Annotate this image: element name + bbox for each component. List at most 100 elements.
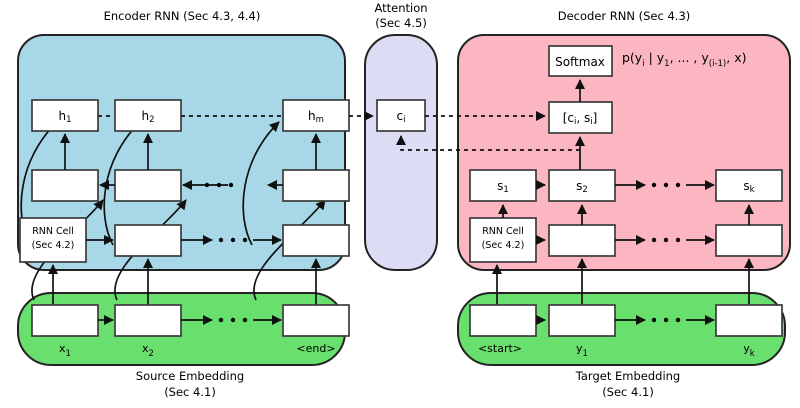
source-embedding-cell-1[interactable]: [31, 304, 99, 337]
target-token-start: <start>: [478, 342, 522, 355]
target-embedding-panel: [457, 292, 786, 366]
decoder-cell-row: RNN Cell (Sec 4.2): [469, 217, 783, 263]
encoder-title: Encoder RNN (Sec 4.3, 4.4): [104, 9, 261, 23]
source-embedding-row: x1 x2 <end>: [31, 304, 350, 359]
encoder-forward-cell-m[interactable]: [282, 224, 350, 257]
decoder-state-s1[interactable]: [469, 169, 537, 202]
attention-context-box[interactable]: [376, 99, 426, 132]
target-embedding-cell-k[interactable]: [715, 304, 783, 337]
source-embedding-cell-2[interactable]: [114, 304, 182, 337]
target-embedding-ellipsis: [651, 317, 681, 323]
decoder-state-sk[interactable]: [715, 169, 783, 202]
target-embedding-caption-line1: Target Embedding: [575, 369, 680, 383]
prob-given: | y: [645, 50, 665, 65]
attention-context-sub: i: [403, 115, 405, 125]
decoder-softmax-box[interactable]: [548, 45, 613, 77]
encoder-forward-cell-1-label2: (Sec 4.2): [32, 240, 75, 251]
prob-y1-sub: 1: [664, 59, 669, 69]
decoder-cell-2[interactable]: [548, 224, 616, 257]
decoder-to-attention-feedback: [395, 134, 580, 151]
decoder-state-sk-label: s: [743, 179, 749, 193]
svg-text:x2: x2: [142, 342, 154, 359]
encoder-forward-cell-2[interactable]: [114, 224, 182, 257]
encoder-hidden-h2-sub: 2: [149, 115, 154, 125]
source-token-2-sub: 2: [149, 349, 154, 359]
target-embedding-row: <start> y1 yk: [469, 304, 783, 359]
target-token-1-sub: 1: [583, 349, 588, 359]
svg-text:ci: ci: [397, 109, 406, 125]
svg-text:sk: sk: [743, 179, 754, 195]
encoder-hidden-hm-sub: m: [316, 115, 324, 125]
decoder-state-row: s1 s2 sk: [469, 169, 783, 202]
decoder-state-s2-label: s: [576, 179, 582, 193]
encoder-backward-cell-2[interactable]: [114, 169, 182, 202]
source-embedding-caption-line1: Source Embedding: [136, 369, 244, 383]
encoder-ellipsis-forward: [218, 237, 248, 243]
decoder-concat-sub1: i: [574, 117, 576, 127]
prob-comma-dots: , ... , y: [670, 50, 710, 65]
decoder-ellipsis-state: [651, 182, 681, 188]
encoder-hidden-h1-label: h: [58, 109, 66, 123]
attention-title-line2: (Sec 4.5): [375, 16, 427, 30]
source-embedding-cell-end[interactable]: [282, 304, 350, 337]
encoder-hidden-h1-sub: 1: [66, 115, 71, 125]
attention-context-label: c: [397, 109, 404, 123]
svg-text:h2: h2: [141, 109, 154, 125]
decoder-cell-1-label2: (Sec 4.2): [482, 240, 525, 251]
prob-tail: , x): [726, 50, 746, 65]
encoder-backward-cell-m[interactable]: [282, 169, 350, 202]
encoder-panel: [17, 34, 346, 271]
encoder-forward-cell-1[interactable]: [19, 217, 87, 263]
decoder-arrows: [491, 78, 755, 305]
prob-p: p(y: [622, 50, 643, 65]
decoder-concat-sub2: i: [590, 117, 592, 127]
prob-yprev-sub: (i-1): [709, 59, 726, 69]
decoder-probability-formula: p(yi | y1, ... , y(i-1), x): [622, 50, 746, 69]
target-token-k-sub: k: [750, 349, 755, 359]
decoder-title: Decoder RNN (Sec 4.3): [558, 9, 691, 23]
decoder-panel: [457, 34, 791, 271]
encoder-forward-row: RNN Cell (Sec 4.2): [19, 217, 350, 263]
svg-text:s1: s1: [497, 179, 509, 195]
source-embedding-caption-line2: (Sec 4.1): [164, 385, 216, 399]
decoder-concat-label: [c: [563, 111, 574, 125]
target-token-k: y: [743, 342, 750, 355]
source-token-1-sub: 1: [66, 349, 71, 359]
decoder-softmax-label: Softmax: [555, 55, 605, 69]
svg-text:[ci, si]: [ci, si]: [563, 111, 598, 127]
decoder-state-s2[interactable]: [548, 169, 616, 202]
decoder-ellipsis-cell: [651, 237, 681, 243]
source-token-2: x: [142, 342, 149, 355]
encoder-hidden-h2-label: h: [141, 109, 149, 123]
svg-text:y1: y1: [576, 342, 588, 359]
decoder-concat-mid: , s: [576, 111, 590, 125]
decoder-state-s2-sub: 2: [582, 185, 587, 195]
svg-text:yk: yk: [743, 342, 755, 359]
svg-text:hm: hm: [308, 109, 324, 125]
decoder-state-sk-sub: k: [750, 185, 755, 195]
svg-text:s2: s2: [576, 179, 588, 195]
encoder-forward-cell-1-label: RNN Cell: [32, 226, 74, 237]
decoder-cell-1-label: RNN Cell: [482, 226, 524, 237]
encoder-ellipsis-backward: [204, 182, 234, 188]
encoder-hidden-hm[interactable]: [282, 99, 350, 132]
encoder-hidden-row: h1 h2 hm: [31, 99, 350, 132]
decoder-concat-box[interactable]: [548, 101, 613, 134]
encoder-vertical-arrows: [47, 132, 322, 305]
encoder-backward-cell-1[interactable]: [31, 169, 99, 202]
decoder-state-s1-sub: 1: [503, 185, 508, 195]
target-embedding-caption-line2: (Sec 4.1): [602, 385, 654, 399]
decoder-concat-tail: ]: [593, 111, 598, 125]
decoder-state-s1-label: s: [497, 179, 503, 193]
encoder-hidden-hm-label: h: [308, 109, 316, 123]
attention-title-line1: Attention: [374, 1, 427, 15]
prob-p-sub: i: [642, 59, 644, 69]
svg-text:h1: h1: [58, 109, 71, 125]
source-token-end: <end>: [296, 342, 335, 355]
decoder-cell-k[interactable]: [715, 224, 783, 257]
source-token-1: x: [59, 342, 66, 355]
encoder-hidden-h2[interactable]: [114, 99, 182, 132]
target-embedding-cell-1[interactable]: [548, 304, 616, 337]
target-embedding-cell-start[interactable]: [469, 304, 537, 337]
